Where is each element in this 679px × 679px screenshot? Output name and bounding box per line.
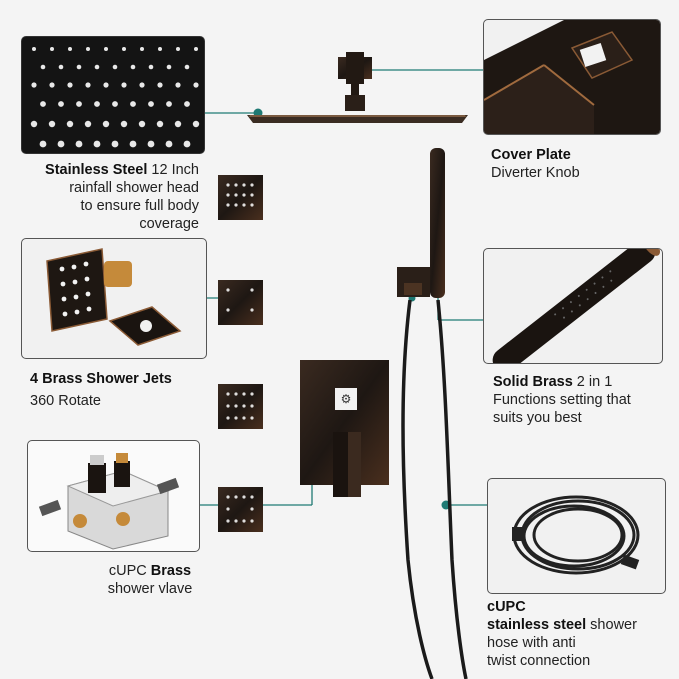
- shower-jet-closeup: [21, 238, 207, 359]
- cover-plate-closeup: [483, 19, 661, 135]
- jets-label: 4 Brass Shower Jets 360 Rotate: [30, 371, 172, 409]
- valve-closeup: [27, 440, 200, 552]
- hand-shower-closeup: [483, 248, 663, 364]
- rainfall-head-closeup: [21, 36, 205, 154]
- hose-closeup: [487, 478, 666, 594]
- svg-text:⚙: ⚙: [341, 392, 352, 406]
- brass-label: Solid Brass 2 in 1 Functions setting tha…: [493, 374, 631, 426]
- hose-label: cUPC stainless steel shower hose with an…: [487, 599, 637, 669]
- rainfall-head: [247, 52, 468, 123]
- head-label: Stainless Steel 12 Inch rainfall shower …: [45, 162, 199, 232]
- plate-label: Cover Plate Diverter Knob: [491, 147, 580, 181]
- valve-label: cUPC Brass shower vlave: [107, 563, 193, 597]
